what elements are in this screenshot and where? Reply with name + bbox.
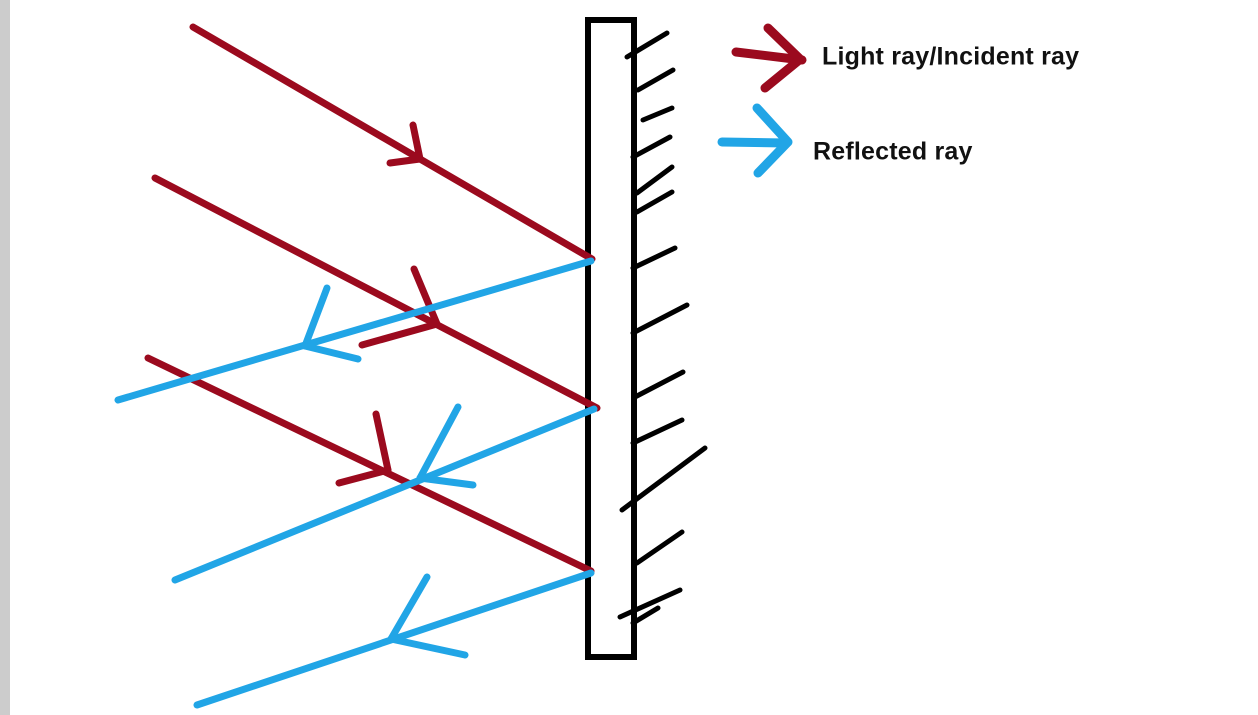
legend-arrow-incident_ray xyxy=(731,47,807,65)
reflected-ray-line xyxy=(114,257,595,404)
legend-arrow-reflected_ray xyxy=(752,103,793,147)
legend-arrow-reflected_ray xyxy=(753,138,792,178)
incident-ray-line xyxy=(144,354,595,575)
legend-label-reflected-ray: Reflected ray xyxy=(813,137,973,166)
legend-label-incident-ray: Light ray/Incident ray xyxy=(822,42,1080,71)
incident-ray-arrowhead xyxy=(335,466,392,487)
mirror-hatch-line xyxy=(634,529,685,566)
mirror-hatch-line xyxy=(630,417,685,446)
mirror-hatch-line xyxy=(640,105,675,123)
incident-ray-arrowhead xyxy=(409,121,424,163)
incident-ray-arrowhead xyxy=(358,320,441,349)
mirror-hatch-line xyxy=(630,302,690,336)
reflected-ray-line xyxy=(171,405,598,584)
incident-ray-arrowhead xyxy=(386,155,424,167)
reflected-ray-arrowhead xyxy=(301,284,331,350)
window-edge-strip xyxy=(0,0,10,715)
mirror-hatch-line xyxy=(630,134,673,160)
mirror-hatch-line xyxy=(630,245,678,271)
incident-ray-line xyxy=(151,174,601,412)
reflected-ray-arrowhead xyxy=(301,342,362,363)
mirror-hatch-line xyxy=(635,67,676,93)
legend-arrow-incident_ray xyxy=(760,56,803,93)
legend-arrow-incident_ray xyxy=(763,23,805,64)
mirror-hatch-line xyxy=(619,445,708,513)
reflected-ray-arrowhead xyxy=(416,403,462,482)
incident-ray-arrowhead xyxy=(372,410,392,474)
mirror-hatch-line xyxy=(617,587,683,620)
mirror-hatch-line xyxy=(624,30,670,60)
mirror-hatch-line xyxy=(634,164,675,196)
reflected-ray-arrowhead xyxy=(387,635,469,659)
reflected-ray-arrowhead xyxy=(387,573,431,643)
incident-ray-line xyxy=(189,23,596,263)
legend-arrow-reflected_ray xyxy=(717,137,791,148)
incident-ray-arrowhead xyxy=(410,265,441,328)
mirror-hatch-line xyxy=(630,605,661,626)
reflected-ray-arrowhead xyxy=(416,474,477,489)
mirror-hatch-line xyxy=(634,189,675,215)
mirror-hatch-line xyxy=(632,369,686,400)
mirror xyxy=(585,17,637,660)
